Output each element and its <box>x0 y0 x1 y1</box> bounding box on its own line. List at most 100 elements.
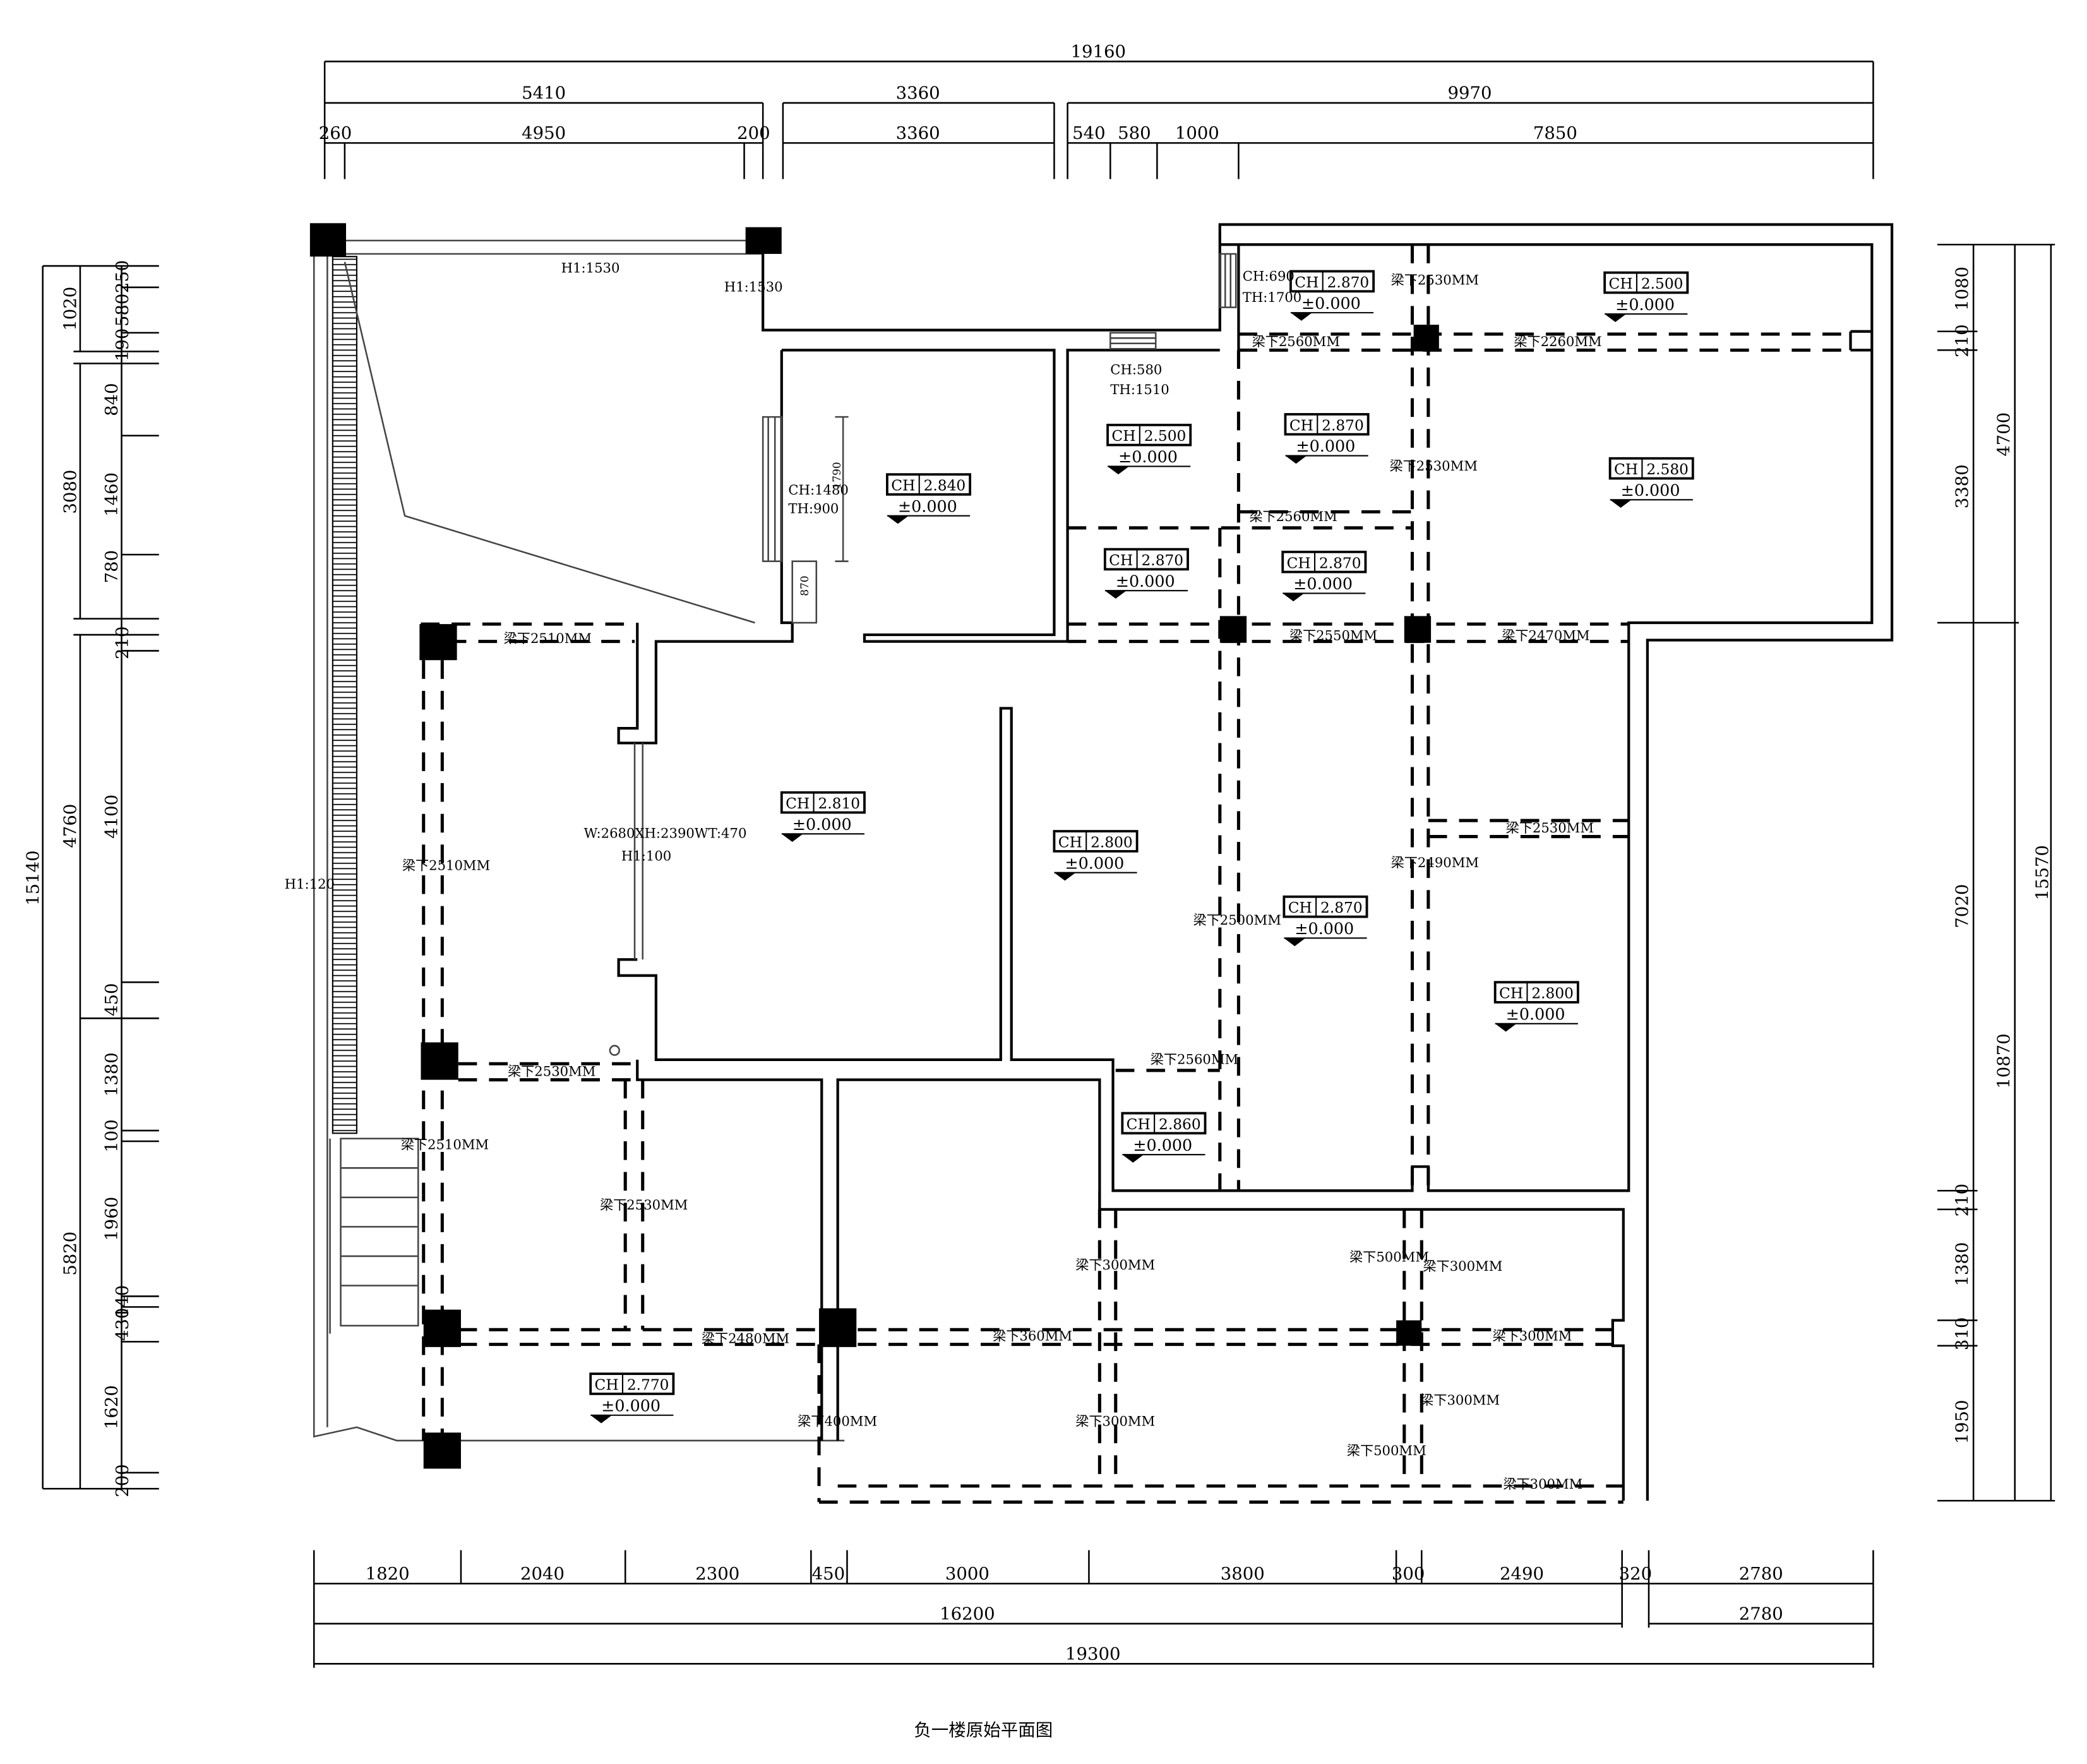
svg-text:2.800: 2.800 <box>1091 834 1133 851</box>
dim-left-detail-9: 1380 <box>102 1052 122 1096</box>
svg-text:2.840: 2.840 <box>924 477 966 495</box>
column <box>745 227 782 255</box>
height-tags: CH 2.870 ±0.000 CH 2.500 ±0.000 CH 2.500… <box>589 270 1694 1424</box>
beam-label: 梁下300MM <box>1492 1328 1572 1343</box>
svg-text:2.870: 2.870 <box>1322 417 1364 434</box>
note-1790: 1790 <box>830 462 843 489</box>
dim-right-sub-3: 7020 <box>1952 884 1973 928</box>
beam-label: 梁下2490MM <box>1391 855 1479 870</box>
svg-text:2.580: 2.580 <box>1646 461 1689 478</box>
dim-bottom-detail-0: 1820 <box>366 1564 410 1584</box>
dim-right-sub-7: 1950 <box>1952 1400 1973 1444</box>
beam-label: 梁下2530MM <box>1390 458 1478 474</box>
beam-label: 梁下2530MM <box>600 1197 688 1213</box>
dim-bottom-mid-0: 16200 <box>940 1604 995 1624</box>
svg-text:±0.000: ±0.000 <box>1506 1004 1565 1023</box>
columns <box>309 223 1439 1469</box>
svg-text:±0.000: ±0.000 <box>1065 853 1124 872</box>
dim-bottom-detail-1: 2040 <box>520 1564 565 1584</box>
railing <box>332 256 357 1134</box>
dim-top-detail-0: 260 <box>319 123 352 143</box>
dim-right-sub-6: 310 <box>1952 1317 1973 1350</box>
dim-right-mid-0: 4700 <box>1994 412 2014 457</box>
column <box>421 1042 458 1080</box>
dim-bottom-detail-3: 450 <box>812 1564 846 1584</box>
beam-label: 梁下2530MM <box>1391 272 1479 288</box>
beam-label: 梁下300MM <box>1075 1413 1155 1429</box>
dim-left-mid-3: 5820 <box>61 1232 81 1276</box>
beam-label: 梁下2560MM <box>1151 1051 1238 1067</box>
column <box>1413 325 1439 352</box>
svg-text:±0.000: ±0.000 <box>1621 481 1680 500</box>
svg-text:2.870: 2.870 <box>1327 274 1370 291</box>
beam-label: 梁下400MM <box>798 1413 877 1429</box>
dim-bottom-detail-2: 2300 <box>695 1564 739 1584</box>
note-window: W:2680XH:2390WT:470 <box>584 825 747 841</box>
dim-bottom-mid-1: 2780 <box>1739 1604 1783 1624</box>
beam-labels: 梁下2530MM 梁下2560MM 梁下2260MM 梁下2530MM 梁下25… <box>401 272 1602 1492</box>
height-tag: CH 2.770 ±0.000 <box>589 1372 675 1424</box>
beam-label: 梁下2260MM <box>1514 333 1601 349</box>
height-tag: CH 2.870 ±0.000 <box>1283 895 1368 947</box>
svg-text:CH: CH <box>1287 555 1311 572</box>
height-tag: CH 2.870 ±0.000 <box>1281 550 1367 602</box>
svg-text:±0.000: ±0.000 <box>1296 436 1355 455</box>
dim-left-mid-2: 4760 <box>61 804 81 848</box>
beam-label: 梁下2500MM <box>1193 912 1281 928</box>
column <box>419 624 457 661</box>
dim-bottom-detail-7: 2490 <box>1500 1564 1544 1584</box>
svg-text:2.870: 2.870 <box>1142 552 1184 569</box>
beam-label: 梁下2480MM <box>702 1330 789 1346</box>
dim-bottom-total: 19300 <box>1065 1644 1120 1664</box>
beam-label: 梁下2560MM <box>1249 508 1337 524</box>
note-ch690: CH:690 <box>1243 268 1295 284</box>
svg-text:±0.000: ±0.000 <box>1301 294 1361 313</box>
svg-text:CH: CH <box>1499 985 1523 1002</box>
dim-right-sub-4: 210 <box>1952 1184 1973 1216</box>
svg-text:2.860: 2.860 <box>1159 1116 1201 1133</box>
top-dimensions: 19160 5410 3360 9970 260 4950 200 3360 5… <box>319 42 1874 179</box>
svg-text:2.800: 2.800 <box>1531 985 1574 1002</box>
svg-text:CH: CH <box>595 1377 619 1394</box>
dim-bottom-detail-9: 2780 <box>1739 1564 1783 1584</box>
dim-left-detail-7: 4100 <box>102 795 122 839</box>
svg-text:CH: CH <box>1295 274 1319 291</box>
svg-text:2.500: 2.500 <box>1641 275 1683 292</box>
note-ch580: CH:580 <box>1110 361 1162 377</box>
column <box>309 223 346 257</box>
dim-left-detail-4: 1460 <box>102 472 122 517</box>
svg-text:CH: CH <box>1111 428 1135 445</box>
dim-top-mid-0: 5410 <box>522 83 566 104</box>
beam-label: 梁下2550MM <box>1289 628 1377 644</box>
dim-right-sub-2: 3380 <box>1952 464 1973 508</box>
note-h1-left: H1:120 <box>285 876 335 892</box>
svg-text:±0.000: ±0.000 <box>1615 295 1675 314</box>
dim-top-total: 19160 <box>1071 42 1126 62</box>
dim-left-detail-5: 780 <box>102 550 122 584</box>
height-tag: CH 2.800 ±0.000 <box>1493 981 1579 1032</box>
note-870: 870 <box>798 575 811 596</box>
svg-text:CH: CH <box>1288 899 1312 916</box>
dim-left-detail-3: 840 <box>102 383 122 416</box>
dim-top-mid-2: 9970 <box>1447 83 1492 104</box>
dim-left-detail-8: 450 <box>102 983 122 1016</box>
dim-left-detail-10: 100 <box>102 1119 122 1153</box>
column <box>1219 616 1247 643</box>
dim-left-detail-11: 1960 <box>102 1197 122 1241</box>
note-h1-100: H1:100 <box>621 848 671 864</box>
height-tag: CH 2.870 ±0.000 <box>1289 270 1375 321</box>
note-h1-top: H1:1530 <box>561 260 620 276</box>
height-tag: CH 2.500 ±0.000 <box>1603 271 1689 322</box>
dim-left-mid-0: 1020 <box>61 287 81 331</box>
beam-label: 梁下2510MM <box>402 857 490 873</box>
beam-label: 梁下2530MM <box>1506 820 1594 836</box>
svg-text:2.870: 2.870 <box>1319 555 1361 572</box>
height-tag: CH 2.580 ±0.000 <box>1608 457 1694 508</box>
note-h1-top2: H1:1530 <box>724 279 783 294</box>
dim-bottom-detail-8: 320 <box>1619 1564 1653 1584</box>
dim-left-detail-15: 200 <box>112 1464 133 1497</box>
beam-label: 梁下2530MM <box>508 1063 595 1079</box>
svg-text:CH: CH <box>891 477 915 495</box>
beam-label: 梁下500MM <box>1347 1443 1426 1458</box>
svg-text:±0.000: ±0.000 <box>792 815 852 834</box>
